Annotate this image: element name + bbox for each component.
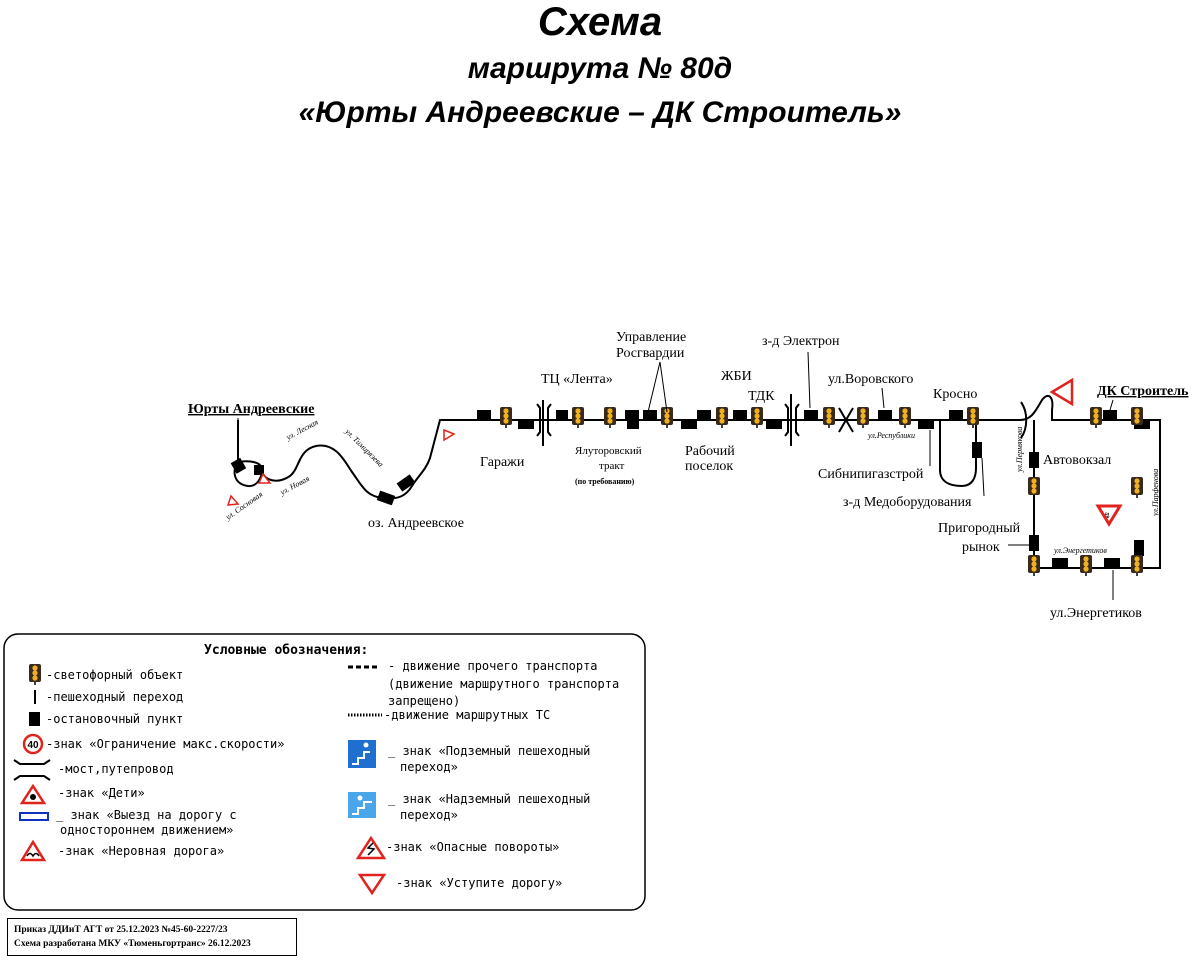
legend-other-traffic-3: запрещено) bbox=[388, 694, 460, 708]
legend-crosswalk: -пешеходный переход bbox=[46, 690, 183, 704]
legend-rough-road: -знак «Неровная дорога» bbox=[58, 844, 224, 858]
bridge bbox=[536, 403, 800, 437]
legend-other-traffic-2: (движение маршрутного транспорта bbox=[388, 677, 619, 691]
stop-label-zhbi: ЖБИ bbox=[721, 369, 752, 384]
stop-label-end: ДК Строитель bbox=[1097, 384, 1189, 399]
legend-dangerous-turns: -знак «Опасные повороты» bbox=[386, 840, 559, 854]
legend-route-traffic: -движение маршрутных ТС bbox=[384, 708, 550, 722]
give-way-sign-icon bbox=[357, 873, 387, 896]
speed-limit-value: 40 bbox=[27, 740, 39, 751]
stop-label-lenta: ТЦ «Лента» bbox=[541, 372, 613, 387]
stop-label-tdk: ТДК bbox=[748, 389, 775, 404]
stop-label-start: Юрты Андреевские bbox=[188, 402, 314, 417]
stop-label-vorovskogo: ул.Воровского bbox=[828, 372, 913, 387]
leader-line bbox=[1109, 399, 1114, 411]
give-way-signs bbox=[226, 377, 1074, 506]
stop-label-prig-1: Пригородный bbox=[938, 521, 1021, 536]
route-stops bbox=[230, 410, 1150, 568]
legend-bridge: -мост,путепровод bbox=[58, 762, 174, 776]
legend-oneway-2: одностороннем движением» bbox=[60, 823, 233, 837]
legend-oneway-1: _ знак «Выезд на дорогу с bbox=[56, 808, 237, 822]
street-parfenova: ул.Парфенова bbox=[1151, 469, 1160, 517]
traffic-light-icon bbox=[28, 663, 42, 686]
stop-label-rab-1: Рабочий bbox=[685, 444, 735, 459]
svg-text:↯: ↯ bbox=[1104, 511, 1111, 520]
legend-underground-1: _ знак «Подземный пешеходный bbox=[388, 744, 590, 758]
stop-label-yalut-3: (по требованию) bbox=[575, 477, 635, 486]
street-timiryazeva: ул. Тимирязева bbox=[343, 426, 385, 468]
overhead-crossing-icon bbox=[348, 792, 376, 818]
oneway-sign-icon bbox=[19, 812, 49, 821]
stop-label-ozero: оз. Андреевское bbox=[368, 516, 464, 531]
stop-label-rosg-2: Росгвардии bbox=[616, 346, 685, 361]
street-permyakova: ул.Пермякова bbox=[1015, 427, 1024, 473]
stop-label-elektron: з-д Электрон bbox=[762, 334, 840, 349]
street-energetikov: ул.Энергетиков bbox=[1053, 546, 1107, 555]
dangerous-turns-sign-icon bbox=[355, 835, 387, 860]
legend-other-traffic-1: - движение прочего транспорта bbox=[388, 659, 598, 673]
leader-line bbox=[981, 457, 985, 497]
rough-road-sign-icon bbox=[19, 839, 47, 862]
street-respubliki: ул.Республики bbox=[867, 431, 915, 440]
order-text: Приказ ДДИиТ АГТ от 25.12.2023 №45-60-22… bbox=[14, 925, 228, 935]
stop-label-prig-2: рынок bbox=[962, 540, 1000, 555]
legend-speed-limit: -знак «Ограничение макс.скорости» bbox=[46, 737, 284, 751]
legend-underground-2: переход» bbox=[400, 760, 458, 774]
route-name: «Юрты Андреевские – ДК Строитель» bbox=[298, 96, 902, 129]
street-sosnovaya: ул. Сосновая bbox=[223, 490, 264, 523]
legend-give-way: -знак «Уступите дорогу» bbox=[396, 876, 562, 890]
bridge-icon bbox=[13, 759, 51, 781]
stop-label-rosg-1: Управление bbox=[616, 330, 686, 345]
legend: Условные обозначения: -светофорный объек… bbox=[3, 633, 646, 911]
traffic-lights bbox=[499, 406, 1144, 577]
leader-line bbox=[807, 351, 811, 409]
stop-label-yalut-2: тракт bbox=[599, 460, 625, 472]
legend-stop: -остановочный пункт bbox=[46, 712, 183, 726]
crosswalk bbox=[542, 394, 1028, 446]
leader-lines-rosgvardii bbox=[647, 361, 668, 413]
stop-label-avtovokzal: Автовокзал bbox=[1043, 453, 1111, 468]
street-novaya: ул. Новая bbox=[278, 474, 311, 497]
stop-label-krosno: Кросно bbox=[933, 387, 977, 402]
stop-label-yalut-1: Ялуторовский bbox=[575, 445, 642, 457]
legend-overhead-1: _ знак «Надземный пешеходный bbox=[388, 792, 590, 806]
legend-title: Условные обозначения: bbox=[204, 643, 368, 658]
speed-limit-icon: 40 bbox=[22, 733, 44, 755]
stop-label-medob: з-д Медоборудования bbox=[843, 495, 972, 510]
leader-line bbox=[881, 387, 885, 409]
developed-text: Схема разработана МКУ «Тюменьгортранс» 2… bbox=[14, 939, 251, 949]
dangerous-turn-sign-on-map: ↯ bbox=[1095, 504, 1123, 527]
scheme-title: Схема bbox=[537, 0, 663, 44]
stop-label-garazhi: Гаражи bbox=[480, 455, 525, 470]
route-number: маршрута № 80д bbox=[467, 52, 733, 85]
route-line bbox=[233, 394, 1161, 569]
underground-crossing-icon bbox=[348, 740, 376, 768]
stop-label-rab-2: поселок bbox=[685, 459, 733, 474]
stop-icon bbox=[29, 712, 40, 726]
stop-label-energetikov: ул.Энергетиков bbox=[1050, 606, 1142, 621]
stop-label-sibnipi: Сибнипигазстрой bbox=[818, 467, 924, 482]
legend-overhead-2: переход» bbox=[400, 808, 458, 822]
street-lesnaya: ул. Лесная bbox=[284, 417, 320, 442]
legend-children: -знак «Дети» bbox=[58, 786, 145, 800]
legend-traffic-light: -светофорный объект bbox=[46, 668, 183, 682]
order-info-box: Приказ ДДИиТ АГТ от 25.12.2023 №45-60-22… bbox=[7, 918, 297, 956]
children-sign-icon bbox=[19, 783, 47, 805]
